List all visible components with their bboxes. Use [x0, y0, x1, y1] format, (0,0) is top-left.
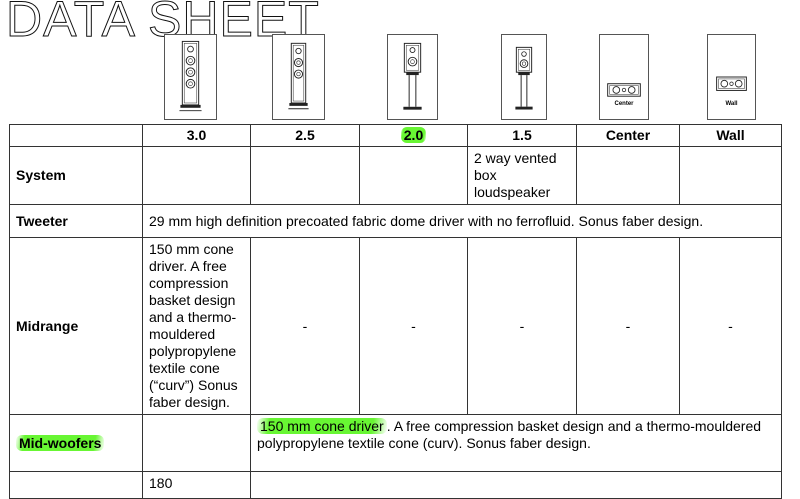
midrange-cell-3-0: 150 mm cone driver. A free compression b…: [142, 237, 251, 415]
thumbnail-3-0: [164, 34, 217, 120]
table-row: Tweeter 29 mm high definition precoated …: [9, 204, 782, 238]
header-model-1-5: 1.5: [467, 124, 577, 147]
midrange-cell-wall: -: [679, 237, 782, 415]
header-model-center: Center: [576, 124, 680, 147]
system-cell-3-0: [142, 146, 251, 205]
row-label-mid-woofers: Mid-woofers: [9, 414, 143, 472]
table-row: Midrange 150 mm cone driver. A free comp…: [9, 237, 782, 415]
header-row: 3.0 2.5 2.0 1.5 Center Wall: [9, 124, 782, 147]
thumbnail-2-0: [387, 34, 438, 120]
midwoofers-description-rest: . A free compression basket design and a…: [257, 418, 762, 451]
table-row: 180: [9, 471, 782, 499]
stand-mounted-speaker-icon: [403, 42, 422, 110]
header-model-2-5: 2.5: [250, 124, 360, 147]
thumbnail-caption: Center: [614, 101, 634, 107]
midrange-cell-2-5: -: [250, 237, 360, 415]
partial-row-label: [9, 471, 143, 499]
header-blank: [9, 124, 143, 147]
header-model-3-0: 3.0: [142, 124, 251, 147]
data-sheet-table: 3.0 2.5 2.0 1.5 Center Wall System 2 way…: [9, 124, 782, 499]
table-row: Mid-woofers 150 mm cone driver. A free c…: [9, 414, 782, 472]
midrange-cell-2-0: -: [359, 237, 468, 415]
thumbnail-wall: Wall: [707, 34, 756, 120]
page-title: DATA SHEET: [6, 0, 320, 47]
row-label-midrange: Midrange: [9, 237, 143, 415]
partial-cell-3-0: 180: [142, 471, 251, 499]
thumbnail-1-5: [501, 34, 547, 120]
thumbnail-center: Center: [599, 34, 649, 120]
thumbnail-caption: Wall: [725, 101, 738, 107]
row-label-tweeter: Tweeter: [9, 204, 143, 238]
system-cell-2-5: [250, 146, 360, 205]
thumbnail-2-5: [272, 34, 325, 120]
floorstanding-speaker-icon: [288, 42, 309, 110]
row-label-system: System: [9, 146, 143, 205]
partial-cell-merged: [250, 471, 782, 499]
tweeter-description: 29 mm high definition precoated fabric d…: [142, 204, 782, 238]
product-thumbnails: Center Wall: [0, 0, 800, 124]
system-cell-center: [576, 146, 680, 205]
floorstanding-speaker-icon: [179, 40, 202, 112]
midwoofers-cell-3-0: [142, 414, 251, 472]
system-cell-2-0: [359, 146, 468, 205]
header-model-2-0: 2.0: [359, 124, 468, 147]
highlighted-phrase: 150 mm cone driver: [257, 418, 387, 434]
highlighted-row-label: Mid-woofers: [16, 434, 105, 451]
midrange-cell-center: -: [576, 237, 680, 415]
system-cell-wall: [679, 146, 782, 205]
header-model-wall: Wall: [679, 124, 782, 147]
table-row: System 2 way vented box loudspeaker: [9, 146, 782, 205]
midrange-cell-1-5: -: [467, 237, 577, 415]
center-speaker-icon: [607, 83, 641, 97]
system-cell-1-5: 2 way vented box loudspeaker: [467, 146, 577, 205]
stand-mounted-speaker-icon: [515, 46, 533, 110]
highlighted-model: 2.0: [400, 127, 427, 143]
wall-speaker-icon: [716, 76, 747, 91]
midwoofers-description: 150 mm cone driver. A free compression b…: [250, 414, 782, 472]
